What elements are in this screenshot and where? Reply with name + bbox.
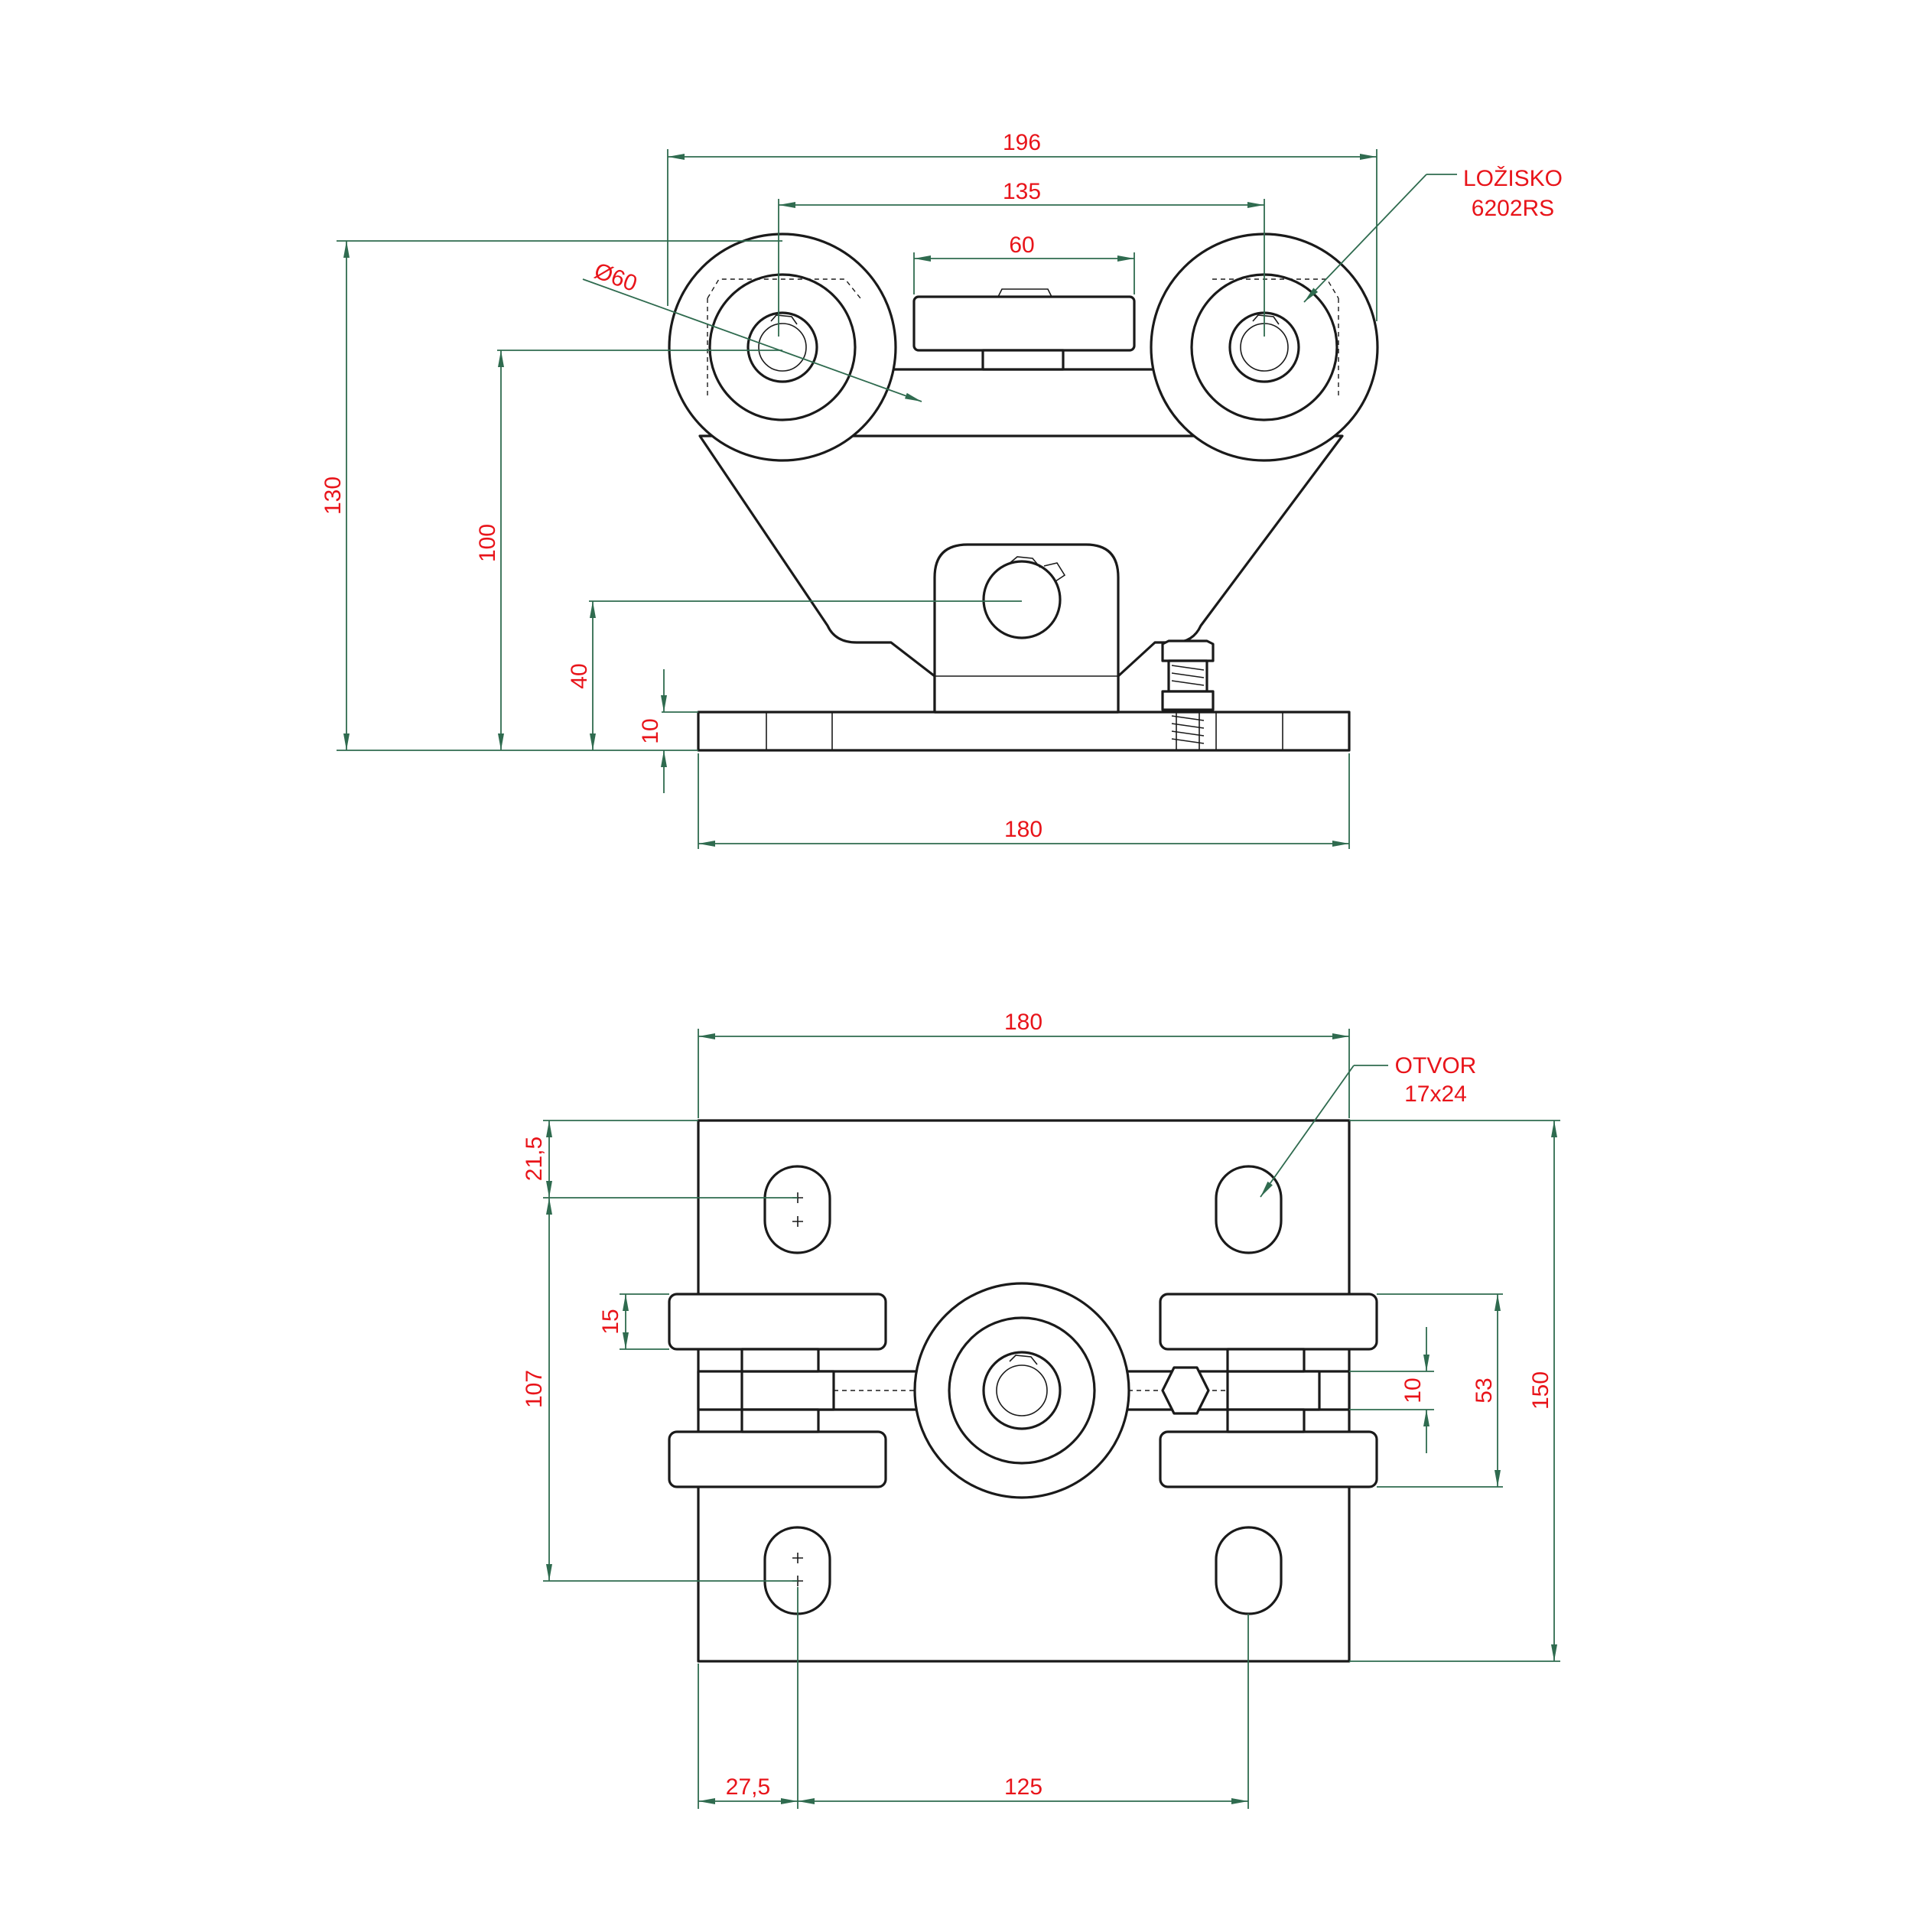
dim-plate-height: 150: [1528, 1371, 1553, 1410]
dim-base-thickness: 10: [638, 718, 663, 743]
dim-slot-edge-left: 27,5: [726, 1774, 770, 1800]
plan-view-dimensions: 180 OTVOR 17x24 21,5 107 15 10 53: [522, 1010, 1560, 1809]
dim-plate-width: 180: [1004, 1010, 1042, 1035]
top-block: [912, 295, 1136, 352]
wheel-right-upper: [1159, 1293, 1378, 1351]
dim-total-height: 130: [320, 476, 346, 515]
dim-wheel-span: 53: [1472, 1377, 1497, 1403]
dim-slot-spacing-v: 107: [522, 1370, 547, 1408]
wheel-right-lower: [1159, 1430, 1378, 1488]
dim-top-block: 60: [1009, 233, 1034, 258]
right-wheel: [1150, 233, 1379, 462]
bearing-label: LOŽISKO: [1463, 166, 1563, 191]
dim-center-gap: 10: [1400, 1377, 1426, 1403]
dim-wheel-width: 15: [598, 1309, 623, 1334]
dim-overall-width: 196: [1003, 130, 1041, 155]
left-wheel: [668, 233, 897, 462]
slot-top-left: [763, 1165, 831, 1254]
dim-wheel-spacing: 135: [1003, 179, 1041, 204]
dim-slot-spacing-h: 125: [1004, 1774, 1042, 1800]
adjusting-bolt: [1161, 639, 1215, 750]
dim-slot-edge-top: 21,5: [522, 1137, 547, 1181]
hole-size: 17x24: [1404, 1081, 1467, 1107]
wheel-left-upper: [668, 1293, 887, 1351]
bolt-hex: [1161, 1366, 1210, 1415]
hole-label: OTVOR: [1395, 1053, 1477, 1078]
base-plate: [697, 711, 1351, 752]
slot-top-right: [1215, 1165, 1283, 1254]
dim-base-width: 180: [1004, 817, 1042, 842]
slot-bottom-right: [1215, 1526, 1283, 1615]
dim-axis-height: 100: [475, 524, 500, 562]
dim-pin-height: 40: [567, 663, 592, 688]
lower-pin: [982, 560, 1062, 639]
front-view-dimensions: 196 135 60 Ø60 130 100 40 10: [320, 130, 1563, 849]
wheel-left-lower: [668, 1430, 887, 1488]
bearing-code: 6202RS: [1472, 196, 1554, 221]
plan-view: [668, 1119, 1378, 1663]
front-view: [668, 233, 1379, 752]
